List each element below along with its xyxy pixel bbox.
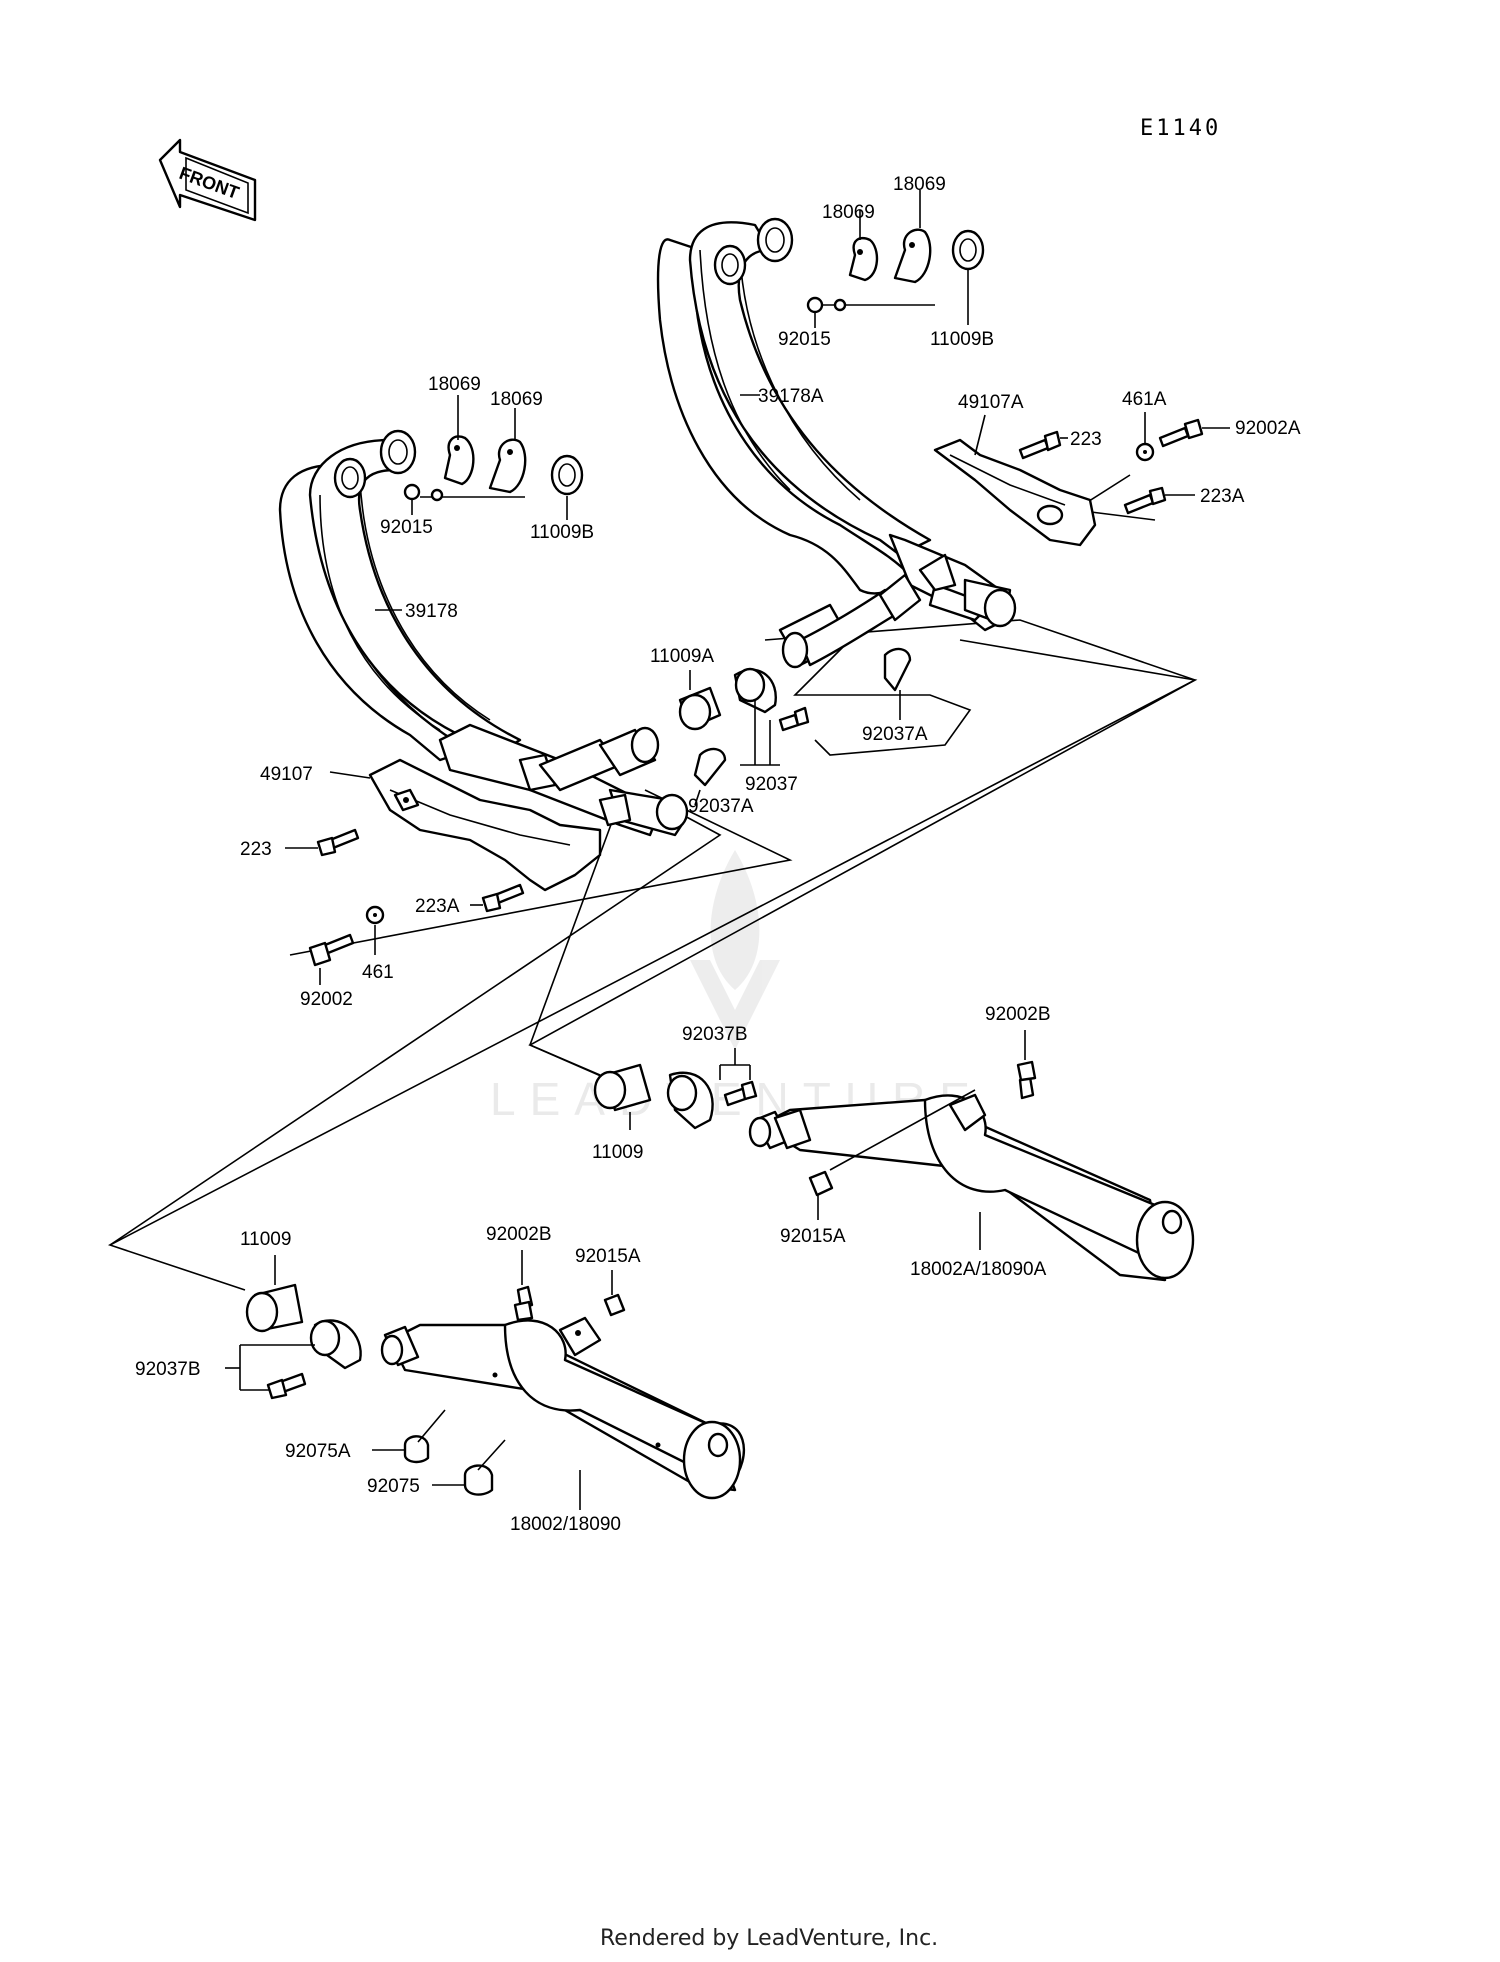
label-18069-d: 18069: [490, 389, 543, 410]
label-92015-left: 92015: [380, 517, 433, 538]
label-92002: 92002: [300, 989, 353, 1010]
label-92015-right: 92015: [778, 329, 831, 350]
heat-shield-49107: 49107 223 223A 461 92002: [240, 758, 602, 1010]
label-49107: 49107: [260, 764, 313, 785]
label-11009-right: 11009: [592, 1142, 643, 1163]
label-461: 461: [362, 962, 394, 983]
label-39178a: 39178A: [758, 386, 824, 407]
label-92002a: 92002A: [1235, 418, 1301, 439]
center-joint-parts: 11009A 92037 92037A 92037A: [650, 646, 928, 817]
label-18069-c: 18069: [428, 374, 481, 395]
clamp-set-left: 18069 18069 92015 11009B: [380, 374, 594, 543]
label-49107a: 49107A: [958, 392, 1024, 413]
label-223a-left: 223A: [415, 896, 460, 917]
muffler-18002a: 18002A/18090A 92015A 92002B: [748, 1004, 1195, 1282]
clamp-set-right: 18069 18069 92015 11009B: [778, 174, 994, 350]
label-92037b-left: 92037B: [135, 1359, 201, 1380]
label-92037: 92037: [745, 774, 798, 795]
label-92015a-right: 92015A: [780, 1226, 846, 1247]
watermark: LEADVENTURE: [490, 850, 970, 1125]
label-92075a: 92075A: [285, 1441, 351, 1462]
label-461a: 461A: [1122, 389, 1167, 410]
label-223-left: 223: [240, 839, 272, 860]
diagram-code: E1140: [1140, 116, 1221, 141]
label-92002b-right: 92002B: [985, 1004, 1051, 1025]
label-223-right: 223: [1070, 429, 1102, 450]
label-92002b-left: 92002B: [486, 1224, 552, 1245]
heat-shield-49107a: 49107A 223 461A 92002A 223A: [933, 389, 1301, 547]
label-92075: 92075: [367, 1476, 420, 1497]
label-92037b-right: 92037B: [682, 1024, 748, 1045]
right-rear-joint: 11009 92037B: [592, 1024, 758, 1163]
label-18069-a: 18069: [822, 202, 875, 223]
label-11009b-right: 11009B: [930, 329, 994, 350]
label-11009a: 11009A: [650, 646, 714, 667]
label-92037a-right: 92037A: [862, 724, 928, 745]
label-11009b-left: 11009B: [530, 522, 594, 543]
muffler-18002: 18002/18090 92002B 92015A 92075A 92075: [285, 1224, 746, 1535]
label-92037a-left: 92037A: [688, 796, 754, 817]
label-18002a-18090a: 18002A/18090A: [910, 1259, 1047, 1280]
front-arrow-icon: FRONT: [158, 138, 257, 222]
label-11009-left: 11009: [240, 1229, 291, 1250]
assembly-guide-lines: [107, 474, 1198, 1291]
exhaust-pipe-39178: 39178: [278, 429, 689, 837]
exhaust-pipe-39178a: 39178A: [656, 217, 1017, 669]
label-39178: 39178: [405, 601, 458, 622]
label-18069-b: 18069: [893, 174, 946, 195]
footer-credit: Rendered by LeadVenture, Inc.: [600, 1926, 938, 1951]
label-92015a-left: 92015A: [575, 1246, 641, 1267]
left-rear-joint: 11009 92037B: [135, 1229, 362, 1400]
label-223a-right: 223A: [1200, 486, 1245, 507]
label-18002-18090: 18002/18090: [510, 1514, 621, 1535]
